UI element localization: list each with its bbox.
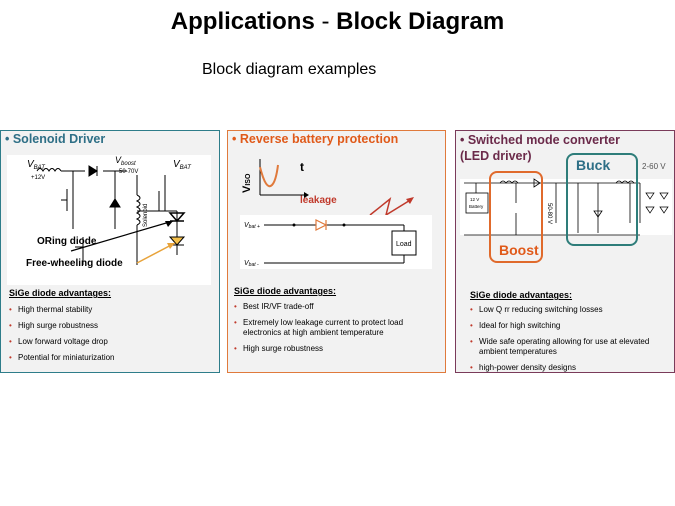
vbat-plus-label: Vbat + bbox=[244, 222, 260, 230]
advantages-heading: SiGe diode advantages: bbox=[234, 286, 337, 296]
panel-solenoid-driver: • Solenoid Driver bbox=[0, 130, 220, 373]
oring-diode-label: ORing diode bbox=[37, 236, 97, 247]
list-item: Extremely low leakage current to protect… bbox=[234, 318, 414, 338]
panel-title: • Switched mode converter(LED driver) bbox=[460, 133, 620, 163]
solenoid-label: Solenoid bbox=[143, 204, 149, 227]
battery-label-line1: 12 V bbox=[470, 197, 479, 202]
reverse-battery-diagram: VISO t leakage Load Vbat + Vbat - bbox=[234, 155, 439, 269]
voltage-range-mid-label: 50-80 V bbox=[546, 203, 552, 225]
vbat-minus-label: Vbat - bbox=[244, 260, 259, 268]
vboost-label: Vboost bbox=[115, 155, 136, 167]
advantages-list: High thermal stability High surge robust… bbox=[9, 305, 214, 369]
boost-label: Boost bbox=[499, 242, 539, 258]
advantages-list: Low Q rr reducing switching losses Ideal… bbox=[470, 305, 670, 379]
list-item: Ideal for high switching bbox=[470, 321, 670, 331]
plus-12v-label: +12V bbox=[31, 175, 45, 181]
advantages-heading: SiGe diode advantages: bbox=[9, 288, 112, 298]
list-item: Low forward voltage drop bbox=[9, 337, 214, 347]
list-item: Wide safe operating allowing for use at … bbox=[470, 337, 670, 357]
free-wheeling-diode-label: Free-wheeling diode bbox=[26, 258, 123, 269]
panel-switched-mode-converter: • Switched mode converter(LED driver) bbox=[455, 130, 675, 373]
advantages-heading: SiGe diode advantages: bbox=[470, 290, 573, 300]
panel-title: • Reverse battery protection bbox=[232, 132, 399, 146]
boost-box bbox=[489, 171, 543, 263]
buck-label: Buck bbox=[576, 157, 611, 173]
list-item: Best IR/VF trade-off bbox=[234, 302, 414, 312]
load-label: Load bbox=[396, 241, 412, 248]
page-subtitle: Block diagram examples bbox=[202, 61, 377, 78]
voltage-range-right-label: 2-60 V bbox=[642, 162, 666, 171]
list-item: High thermal stability bbox=[9, 305, 214, 315]
list-item: Potential for miniaturization bbox=[9, 353, 214, 363]
list-item: High surge robustness bbox=[9, 321, 214, 331]
buck-box bbox=[566, 153, 638, 246]
solenoid-circuit-diagram: VBAT +12V Vboost 50-70V VBAT Solenoid bbox=[7, 155, 211, 285]
advantages-list: Best IR/VF trade-off Extremely low leaka… bbox=[234, 302, 414, 360]
t-axis-label: t bbox=[300, 160, 304, 174]
page-title: Applications - Block Diagram bbox=[170, 8, 505, 35]
vbat-right-label: VBAT bbox=[173, 159, 192, 171]
viso-label: VISO bbox=[241, 173, 253, 193]
list-item: High surge robustness bbox=[234, 344, 414, 354]
list-item: high-power density designs bbox=[470, 363, 670, 373]
vboost-range-label: 50-70V bbox=[119, 169, 138, 175]
panel-reverse-battery-protection: • Reverse battery protection VISO t leak… bbox=[227, 130, 446, 373]
list-item: Low Q rr reducing switching losses bbox=[470, 305, 670, 315]
vbat-left-label: VBAT bbox=[27, 159, 46, 171]
leakage-label: leakage bbox=[300, 195, 337, 206]
battery-label-line2: Battery bbox=[469, 204, 484, 209]
panel-title: • Solenoid Driver bbox=[5, 132, 106, 146]
